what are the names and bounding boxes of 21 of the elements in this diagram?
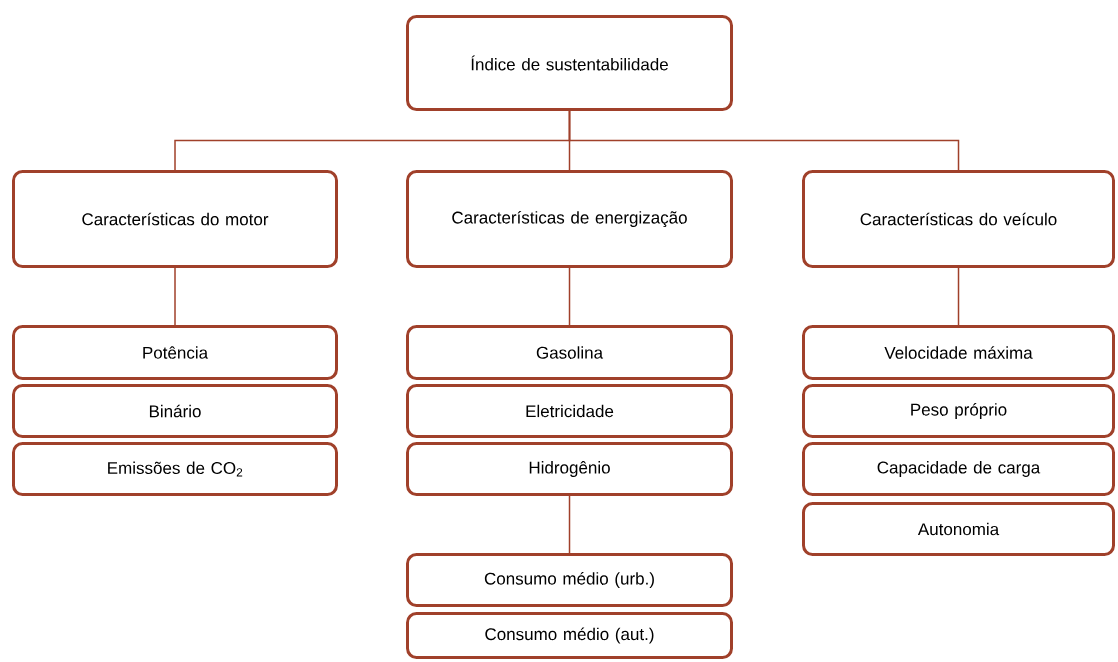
connector-line <box>568 495 571 554</box>
item-box: Velocidade máxima <box>802 325 1115 380</box>
category-box: Características do motor <box>12 170 338 268</box>
connector-line <box>957 267 960 326</box>
category-box: Características de energização <box>406 170 733 268</box>
item-box: Hidrogênio <box>406 442 733 496</box>
connector-line <box>568 110 960 171</box>
item-box: Gasolina <box>406 325 733 380</box>
item-box: Binário <box>12 384 338 438</box>
item-box: Autonomia <box>802 502 1115 556</box>
item-box: Consumo médio (urb.) <box>406 553 733 607</box>
category-box: Características do veículo <box>802 170 1115 268</box>
connector-line <box>174 267 176 326</box>
item-box: Emissões de CO$_{2}$ <box>12 442 338 496</box>
item-box: Potência <box>12 325 338 380</box>
item-box: Peso próprio <box>802 384 1115 438</box>
item-box: Eletricidade <box>406 384 733 438</box>
heading-box: Índice de sustentabilidade <box>406 15 733 111</box>
connector-line <box>568 267 571 326</box>
item-box: Consumo médio (aut.) <box>406 612 733 659</box>
item-box: Capacidade de carga <box>802 442 1115 496</box>
